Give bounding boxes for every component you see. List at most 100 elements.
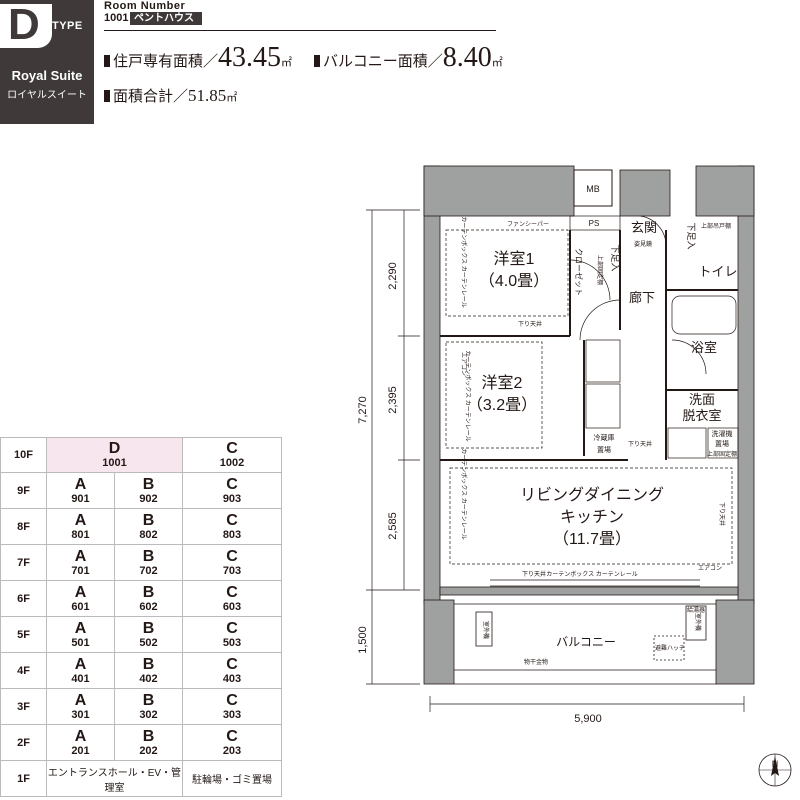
table-cell: 6F [0,580,47,617]
room-balcony: バルコニー [556,635,616,649]
label-ceiling-4: 下り天井 [718,502,726,526]
unit-text: A [74,475,87,493]
label-washer2: 置場 [715,439,729,448]
unit-text: B [142,655,155,673]
unit-text: C [226,547,238,565]
label-ceiling-1: 下り天井 [518,320,542,328]
room-bedroom2: 洋室2 [482,374,523,392]
unit-text: 303 [222,708,242,721]
unit-text: C [226,583,238,601]
unit-text: C [226,655,238,673]
table-row-ground: 1F エントランスホール・EV・管理室 駐輪場・ゴミ置場 [0,760,282,797]
unit-text: 803 [222,528,242,541]
unit-text: 202 [139,744,158,757]
unit-text: B [142,547,155,565]
room-corridor: 廊下 [629,290,655,305]
unit-text: B [142,727,155,745]
unit-text: A [74,583,87,601]
label-curtain-ldk: カーテンボックス カーテンレール [460,448,468,540]
unit-text: A [74,691,87,709]
table-cell: 7F [0,544,47,581]
bullet-square [314,55,321,67]
unit-text: 601 [71,600,90,613]
header-rule [104,30,496,31]
compass-icon: N [758,753,792,787]
room-number: 1001 [104,12,129,24]
label-shoes2: 下足入 [686,222,696,249]
room-washroom-line1: 洗面 [689,392,715,407]
spec-unit: ㎡ [491,57,503,69]
unit-text: 201 [71,744,90,757]
unit-text: C [226,475,238,493]
unit-text: 602 [139,600,158,613]
unit-text: D [108,440,121,457]
fixtures [445,215,739,587]
unit-text: 502 [139,636,158,649]
room-badge: ペントハウス [130,12,202,25]
type-letter: D [8,0,40,49]
dim-height-total: 7,270 [357,396,369,424]
type-letter-box: D [0,0,52,49]
unit-text: B [142,619,155,637]
unit-text: 501 [71,636,90,649]
room-bath: 浴室 [691,340,717,355]
label-ps: PS [589,219,600,228]
unit-text: 903 [222,492,242,505]
label-key: 姿見鏡 [634,240,652,248]
spec-value: 51.85 [188,86,227,105]
table-cell: 1F [0,760,47,797]
unit-text: 603 [222,600,242,613]
label-aircon-bed2: エアコン [460,352,467,376]
dim-height1: 2,290 [387,262,399,290]
label-curtain-bed1: カーテンボックス カーテンレール [460,216,468,308]
unit-text: A [74,727,87,745]
table-cell: 9F [0,472,47,509]
table-cell: 2F [0,724,47,761]
unit-text: B [142,511,155,529]
label-fridge2: 置場 [597,445,611,454]
spec-value: 43.45 [218,42,282,73]
dimension-lines [366,209,745,712]
label-washer3: 上部固定棚 [707,450,737,458]
dim-balcony-depth: 1,500 [357,626,369,654]
room-bedroom1-size: （4.0畳） [479,272,549,290]
unit-text: 701 [71,564,90,577]
unit-text: 901 [71,492,90,505]
unit-text: 1001 [102,457,127,469]
unit-text: 503 [222,636,242,649]
room-bedroom2-size: （3.2畳） [467,396,537,414]
room-entrance: 玄関 [631,220,657,235]
spec-unit: ㎡ [226,92,238,104]
suite-name-en: Royal Suite [11,68,83,83]
interior-walls [440,230,738,461]
spec-unit: ㎡ [281,57,293,69]
unit-text: 702 [139,564,158,577]
table-cell: 8F [0,508,47,545]
bullet-square [104,90,110,102]
unit-text: A [74,655,87,673]
label-aircon-ldk: エアコン [698,565,722,572]
ground-right: 駐輪場・ゴミ置場 [182,760,282,797]
label-drying: 物干金物 [524,658,548,666]
balcony-area [454,603,716,685]
